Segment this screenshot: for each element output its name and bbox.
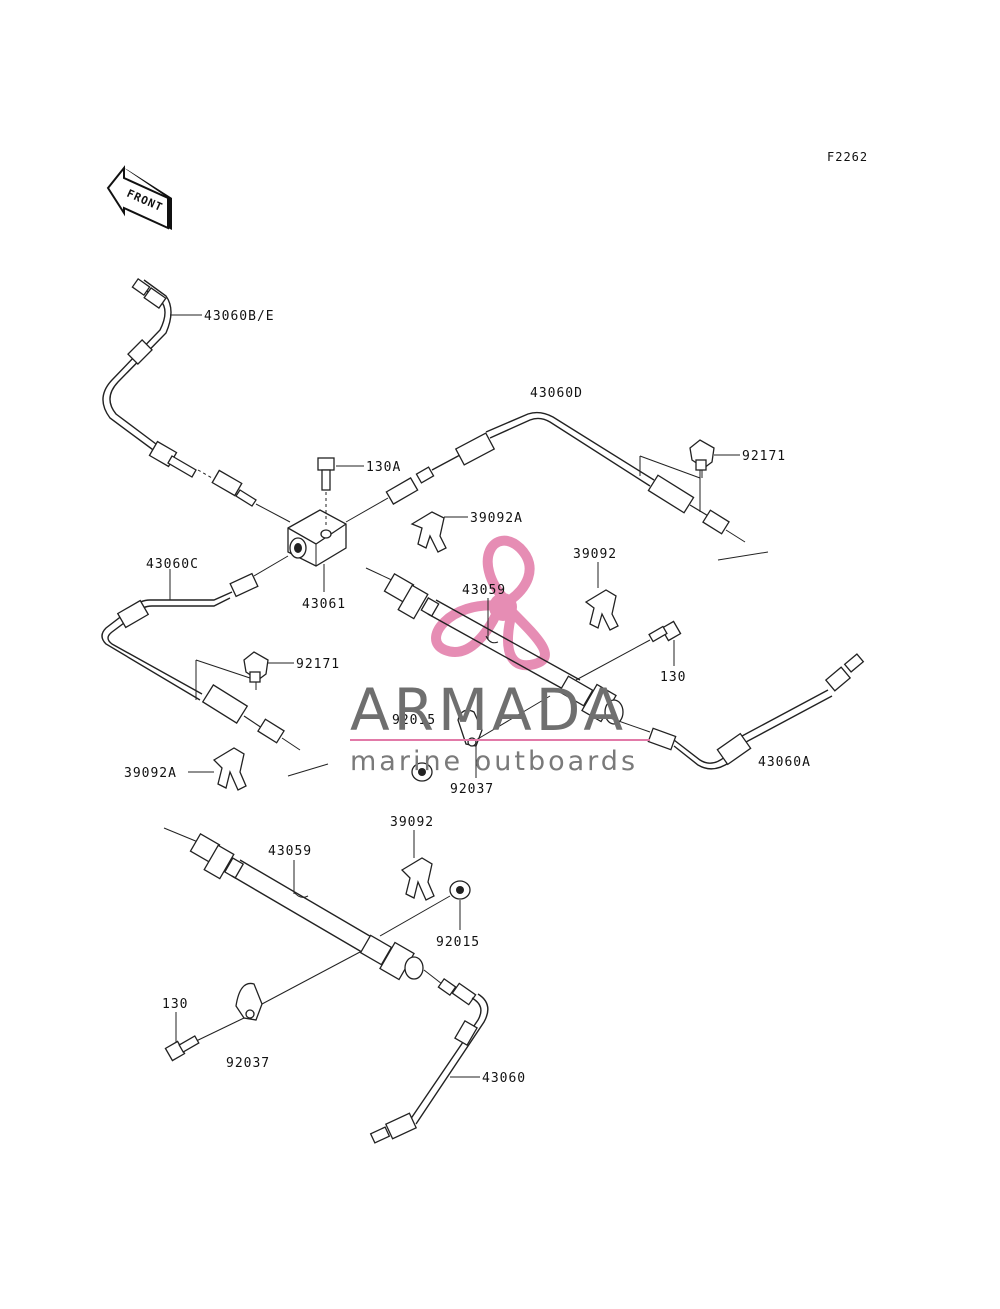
- clamp-92037-bot: [189, 951, 361, 1045]
- hose-43059-top: [365, 567, 624, 725]
- callout-130-bot: 130: [162, 997, 188, 1012]
- callout-43060d: 43060D: [530, 386, 583, 401]
- armada-logo-icon: [431, 535, 550, 671]
- clip-39092a-top: [410, 511, 447, 553]
- junction-block-43061: [287, 509, 347, 567]
- callout-43060a: 43060A: [758, 755, 811, 770]
- callout-92171-top: 92171: [742, 449, 786, 464]
- clip-92171-top: [689, 439, 715, 478]
- callout-92015-top: 92015: [392, 713, 436, 728]
- callout-39092-bot: 39092: [390, 815, 434, 830]
- callout-43061: 43061: [302, 597, 346, 612]
- pipe-43060d: [345, 411, 769, 561]
- callout-92015-bot: 92015: [436, 935, 480, 950]
- bolt-130-top: [575, 620, 682, 681]
- pipe-43060a: [609, 653, 865, 770]
- clip-92171-mid: [243, 651, 269, 690]
- grommet-92015-top: [411, 762, 433, 782]
- bolt-130-bot: [164, 1035, 200, 1062]
- callout-92037-top: 92037: [450, 782, 494, 797]
- callout-39092a-mid: 39092A: [124, 766, 177, 781]
- pipe-43060: [369, 969, 489, 1144]
- watermark-tagline: marine outboards: [350, 746, 638, 777]
- pipe-43060c: [101, 555, 329, 777]
- pipe-43060be: [102, 277, 291, 523]
- clip-39092-top: [584, 589, 619, 631]
- callout-39092-top: 39092: [573, 547, 617, 562]
- bolt-130a: [317, 457, 335, 526]
- callout-130-top: 130: [660, 670, 686, 685]
- clip-39092a-mid: [212, 747, 247, 791]
- callout-43059-bot: 43059: [268, 844, 312, 859]
- grommet-92015-bot: [379, 880, 471, 937]
- figure-code: F2262: [827, 150, 868, 164]
- callout-92171-mid: 92171: [296, 657, 340, 672]
- clip-39092-bot: [400, 857, 435, 901]
- callout-43060: 43060: [482, 1071, 526, 1086]
- callout-43060c: 43060C: [146, 557, 199, 572]
- hose-43059-bot: [163, 827, 424, 981]
- callout-92037-bot: 92037: [226, 1056, 270, 1071]
- callout-43059-top: 43059: [462, 583, 506, 598]
- front-arrow-icon: FRONT: [106, 165, 172, 230]
- callout-43060be: 43060B/E: [204, 309, 275, 324]
- callout-130a: 130A: [366, 460, 401, 475]
- watermark-brand: ARMADA: [350, 676, 627, 744]
- callout-39092a-top: 39092A: [470, 511, 523, 526]
